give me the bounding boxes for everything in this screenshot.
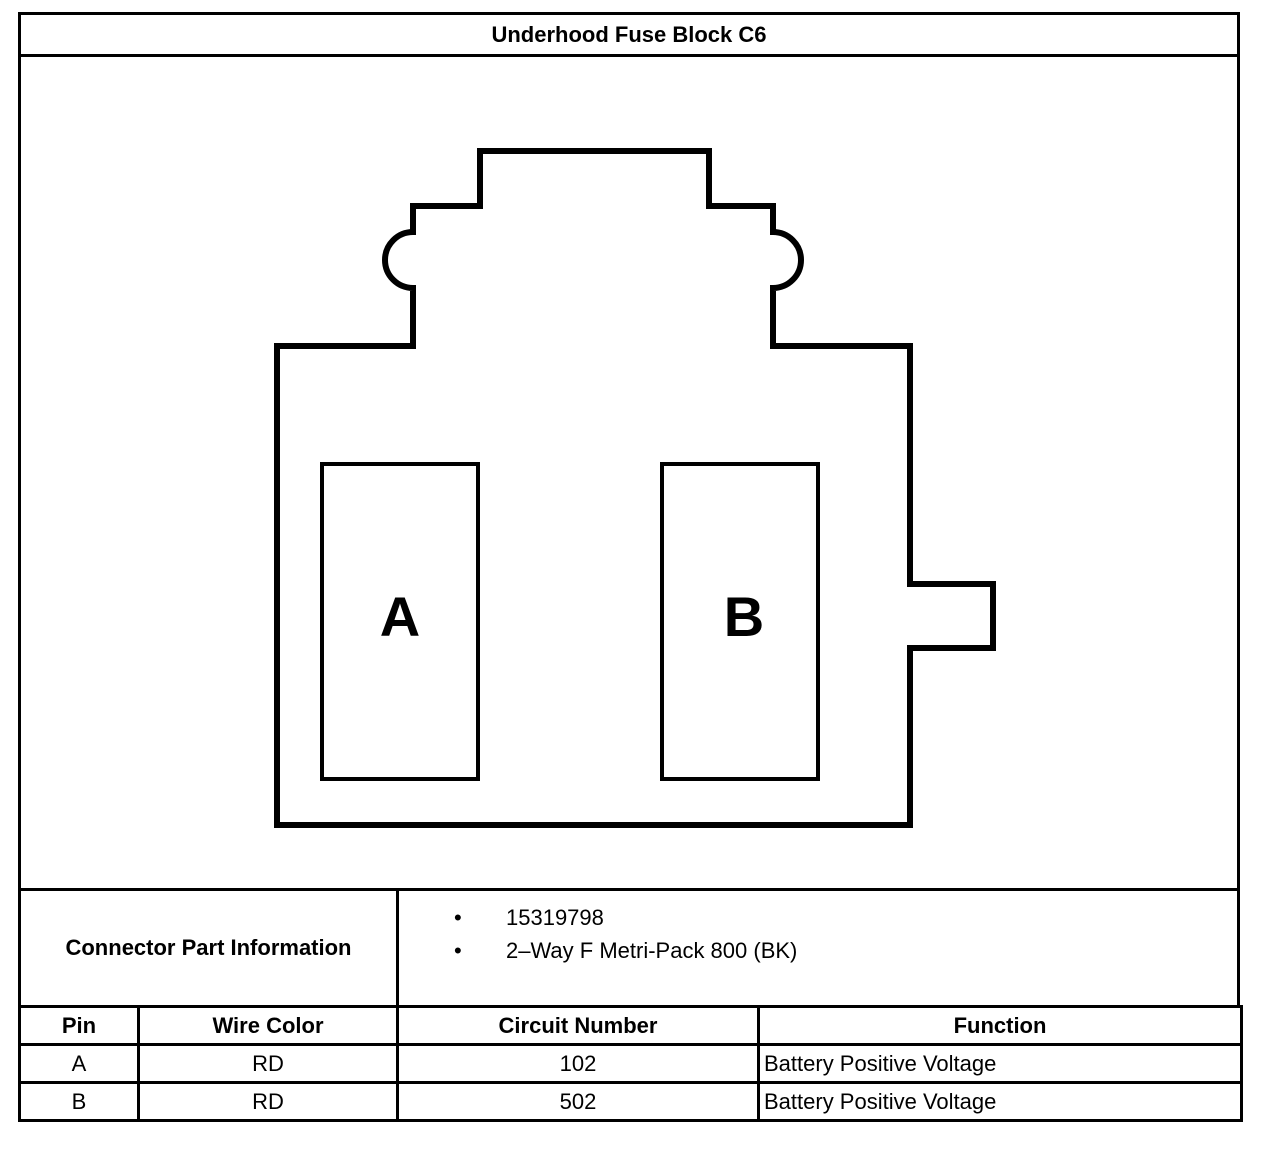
cavity-b-label: B [724, 585, 764, 648]
circuit-number-cell: 502 [396, 1081, 760, 1122]
header-circuit-number: Circuit Number [396, 1005, 760, 1046]
connector-description: 2–Way F Metri-Pack 800 (BK) [399, 934, 797, 967]
cavity-a-label: A [380, 585, 420, 648]
header-function: Function [757, 1005, 1243, 1046]
connector-part-info: Connector Part Information 15319798 2–Wa… [18, 888, 1240, 1008]
connector-face-drawing: A B [274, 148, 996, 828]
cavity-a-outline [320, 462, 480, 781]
circuit-number-cell: 102 [396, 1043, 760, 1084]
wire-color-cell: RD [137, 1043, 399, 1084]
connector-housing-outline [274, 148, 996, 828]
header-pin: Pin [18, 1005, 140, 1046]
function-cell: Battery Positive Voltage [757, 1043, 1243, 1084]
function-cell: Battery Positive Voltage [757, 1081, 1243, 1122]
table-row: B RD 502 Battery Positive Voltage [18, 1081, 1243, 1122]
connector-part-info-list: 15319798 2–Way F Metri-Pack 800 (BK) [399, 901, 797, 967]
diagram-title: Underhood Fuse Block C6 [18, 12, 1240, 57]
connector-drawing-panel: A B [18, 54, 1240, 890]
header-wire-color: Wire Color [137, 1005, 399, 1046]
wire-color-cell: RD [137, 1081, 399, 1122]
pin-table: Pin Wire Color Circuit Number Function A… [18, 1005, 1243, 1122]
table-row: A RD 102 Battery Positive Voltage [18, 1043, 1243, 1084]
pin-cell: A [18, 1043, 140, 1084]
connector-part-info-label: Connector Part Information [21, 891, 399, 1005]
pin-table-header-row: Pin Wire Color Circuit Number Function [18, 1005, 1243, 1046]
pin-cell: B [18, 1081, 140, 1122]
cavity-b-outline [660, 462, 820, 781]
part-number: 15319798 [399, 901, 797, 934]
